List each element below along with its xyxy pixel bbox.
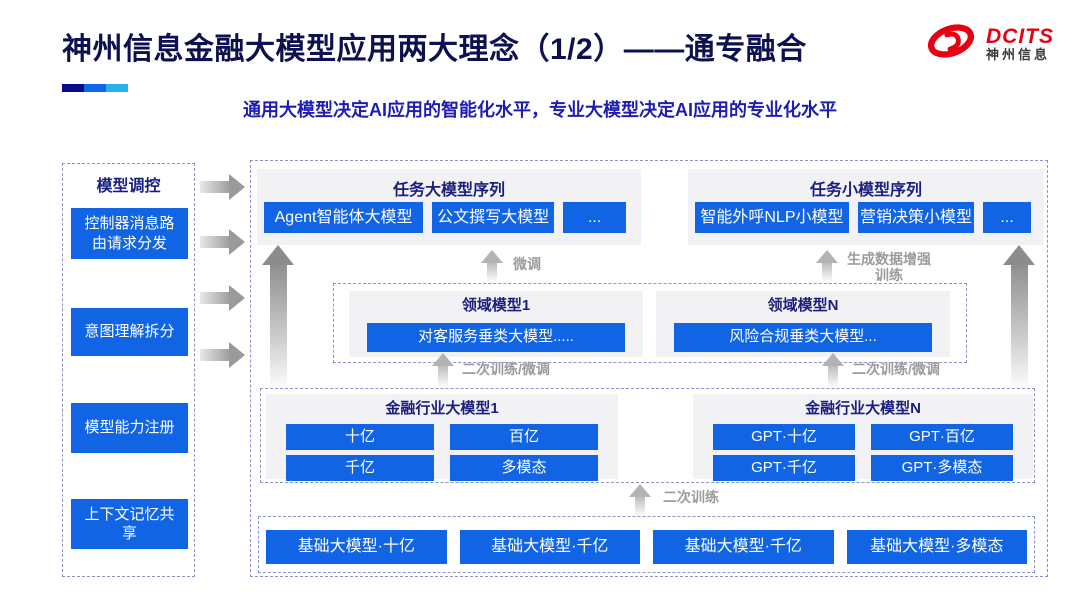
domain-panel-n: 领域模型N 风险合规垂类大模型...: [656, 291, 950, 357]
gen-data-label: 生成数据增强训练: [847, 251, 931, 284]
domain-panel-1: 领域模型1 对客服务垂类大模型.....: [349, 291, 643, 357]
big-up-arrow-icon: [262, 245, 294, 390]
industry-panel-1-title: 金融行业大模型1: [385, 400, 499, 417]
model-chip-gpt-10b: GPT·百亿: [871, 424, 1013, 450]
right-arrow-icon: [200, 229, 245, 255]
model-chip-100b: 千亿: [286, 455, 434, 481]
right-arrow-icon: [200, 174, 245, 200]
model-chip-gpt-100b: GPT·千亿: [713, 455, 855, 481]
sidebar-title: 模型调控: [96, 178, 161, 195]
model-chip-document-writing: 公文撰写大模型: [432, 202, 555, 233]
domain-panel-1-title: 领域模型1: [461, 297, 531, 314]
model-chip-gpt-multimodal: GPT·多模态: [871, 455, 1013, 481]
logo-brand-text: DCITS: [986, 24, 1054, 48]
logo-company-text: 神州信息: [986, 46, 1051, 62]
accent-bar: [62, 84, 128, 92]
page-title: 神州信息金融大模型应用两大理念（1/2）——通专融合: [62, 33, 807, 66]
model-chip-1b: 十亿: [286, 424, 434, 450]
task-small-title: 任务小模型序列: [809, 182, 922, 199]
fine-tune-label: 微调: [513, 256, 541, 272]
up-arrow-icon: [432, 353, 454, 387]
industry-panel-1: 金融行业大模型1 十亿 百亿 千亿 多模态: [266, 394, 618, 481]
right-arrow-icon: [200, 342, 245, 368]
model-chip-marketing-decision: 营销决策小模型: [857, 202, 975, 233]
big-up-arrow-icon: [1003, 245, 1035, 390]
right-arrow-icon: [200, 285, 245, 311]
model-chip-outbound-nlp: 智能外呼NLP小模型: [695, 202, 849, 233]
retrain-bottom-label: 二次训练: [663, 489, 719, 505]
base-model-box: 基础大模型·十亿 基础大模型·千亿 基础大模型·千亿 基础大模型·多模态: [258, 516, 1035, 573]
model-chip-more: ...: [563, 202, 627, 233]
industry-panel-n: 金融行业大模型N GPT·十亿 GPT·百亿 GPT·千亿 GPT·多模态: [693, 394, 1033, 481]
task-small-model-panel: 任务小模型序列 智能外呼NLP小模型 营销决策小模型 ...: [688, 169, 1044, 245]
domain-panel-n-title: 领域模型N: [767, 297, 839, 314]
model-chip-base-1b: 基础大模型·十亿: [266, 530, 447, 564]
industry-model-box: 金融行业大模型1 十亿 百亿 千亿 多模态 金融行业大模型N GPT·十亿 GP…: [260, 388, 1035, 483]
up-arrow-icon: [816, 250, 838, 282]
model-chip-customer-service: 对客服务垂类大模型.....: [367, 323, 625, 352]
sidebar-item-capability-register: 模型能力注册: [71, 403, 188, 453]
model-chip-gpt-1b: GPT·十亿: [713, 424, 855, 450]
model-chip-risk-compliance: 风险合规垂类大模型...: [674, 323, 932, 352]
sidebar-item-controller-routing: 控制器消息路由请求分发: [71, 208, 188, 259]
sidebar-item-intent-split: 意图理解拆分: [71, 308, 188, 356]
model-chip-multimodal: 多模态: [450, 455, 598, 481]
up-arrow-icon: [481, 250, 503, 282]
subtitle: 通用大模型决定AI应用的智能化水平，专业大模型决定AI应用的专业化水平: [243, 100, 837, 120]
architecture-frame: [250, 160, 1048, 577]
domain-model-box: 领域模型1 对客服务垂类大模型..... 领域模型N 风险合规垂类大模型...: [333, 283, 967, 363]
dcits-logo: DCITS 神州信息: [924, 18, 1054, 69]
model-chip-more: ...: [983, 202, 1032, 233]
model-control-sidebar: 模型调控 控制器消息路由请求分发 意图理解拆分 模型能力注册 上下文记忆共享: [62, 163, 195, 577]
model-chip-10b: 百亿: [450, 424, 598, 450]
model-chip-base-multimodal: 基础大模型·多模态: [846, 530, 1027, 564]
up-arrow-icon: [822, 353, 844, 387]
model-chip-base-100b: 基础大模型·千亿: [459, 530, 640, 564]
up-arrow-icon: [629, 484, 651, 516]
model-chip-agent: Agent智能体大模型: [264, 202, 424, 233]
industry-panel-n-title: 金融行业大模型N: [805, 400, 921, 417]
sidebar-item-context-memory: 上下文记忆共享: [71, 499, 188, 549]
task-large-title: 任务大模型序列: [392, 182, 505, 199]
retrain-right-label: 二次训练/微调: [852, 361, 940, 377]
retrain-left-label: 二次训练/微调: [462, 361, 550, 377]
dcits-swirl-icon: [924, 18, 978, 69]
task-large-model-panel: 任务大模型序列 Agent智能体大模型 公文撰写大模型 ...: [257, 169, 641, 245]
model-chip-base-100b-2: 基础大模型·千亿: [653, 530, 834, 564]
